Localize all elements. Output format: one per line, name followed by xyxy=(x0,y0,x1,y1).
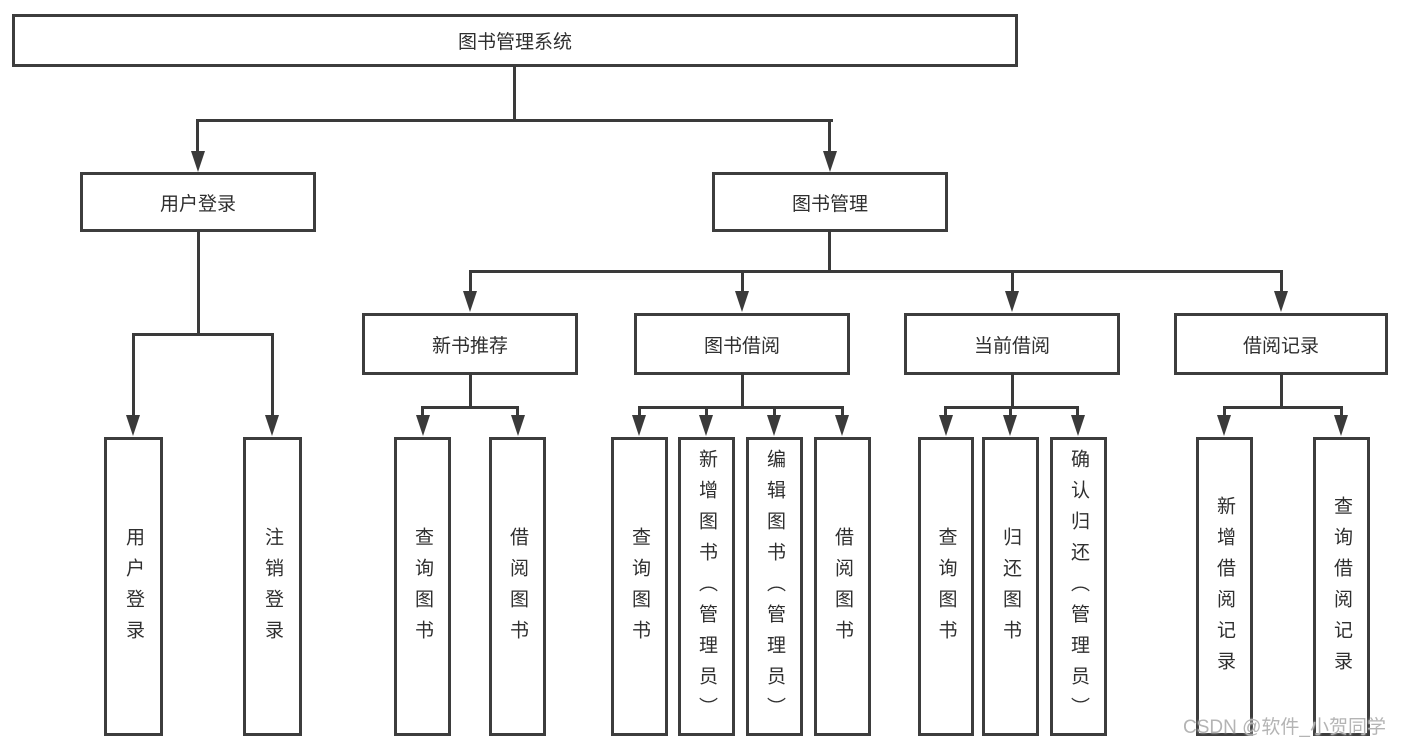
connector-borrow-record-bar xyxy=(1223,406,1343,409)
connector-book-borrow-stem xyxy=(741,373,744,408)
arrowhead-down-icon xyxy=(511,415,525,436)
arrowhead-down-icon xyxy=(1274,291,1288,312)
arrowhead-down-icon xyxy=(463,291,477,312)
arrowhead-down-icon xyxy=(191,151,205,172)
connector-new-book-stem xyxy=(469,373,472,408)
connector-drop-user-login xyxy=(196,119,199,155)
connector-drop xyxy=(638,406,641,418)
connector-drop-logout-leaf xyxy=(271,333,274,417)
arrowhead-down-icon xyxy=(1217,415,1231,436)
connector-drop xyxy=(841,406,844,418)
arrowhead-down-icon xyxy=(1003,415,1017,436)
leaf-edit-books-admin: 编辑图书（管理员） xyxy=(746,437,803,736)
connector-drop xyxy=(705,406,708,418)
connector-drop-new-book xyxy=(469,270,472,293)
connector-drop-borrow-record xyxy=(1280,270,1283,293)
arrowhead-down-icon xyxy=(835,415,849,436)
arrowhead-down-icon xyxy=(632,415,646,436)
arrowhead-down-icon xyxy=(939,415,953,436)
leaf-query-borrow-record: 查询借阅记录 xyxy=(1313,437,1370,736)
connector-book-mgmt-stem xyxy=(828,230,831,273)
node-book-management-system: 图书管理系统 xyxy=(12,14,1018,67)
arrowhead-down-icon xyxy=(416,415,430,436)
leaf-confirm-return-admin: 确认归还（管理员） xyxy=(1050,437,1107,736)
node-book-management: 图书管理 xyxy=(712,172,948,232)
arrowhead-down-icon xyxy=(735,291,749,312)
leaf-borrow-books-2: 借阅图书 xyxy=(814,437,871,736)
connector-new-book-bar xyxy=(421,406,519,409)
arrowhead-down-icon xyxy=(767,415,781,436)
connector-book-mgmt-bar xyxy=(469,270,1283,273)
node-user-login: 用户登录 xyxy=(80,172,316,232)
node-borrow-record: 借阅记录 xyxy=(1174,313,1388,375)
leaf-user-login: 用户登录 xyxy=(104,437,163,736)
connector-drop xyxy=(1340,406,1343,418)
connector-drop xyxy=(773,406,776,418)
connector-drop xyxy=(421,406,424,418)
leaf-query-books-3: 查询图书 xyxy=(918,437,974,736)
connector-drop xyxy=(1076,406,1079,418)
leaf-query-books-2: 查询图书 xyxy=(611,437,668,736)
connector-user-login-bar xyxy=(132,333,274,336)
arrowhead-down-icon xyxy=(823,151,837,172)
connector-drop xyxy=(1009,406,1012,418)
node-book-borrow: 图书借阅 xyxy=(634,313,850,375)
connector-root-bar xyxy=(197,119,833,122)
csdn-watermark: CSDN @软件_小贺同学 xyxy=(1183,717,1386,738)
leaf-query-books-1: 查询图书 xyxy=(394,437,451,736)
connector-book-borrow-bar xyxy=(638,406,844,409)
arrowhead-down-icon xyxy=(1334,415,1348,436)
arrowhead-down-icon xyxy=(1071,415,1085,436)
arrowhead-down-icon xyxy=(126,415,140,436)
connector-drop-current-borrow xyxy=(1011,270,1014,293)
arrowhead-down-icon xyxy=(265,415,279,436)
connector-user-login-stem xyxy=(197,230,200,336)
connector-current-borrow-stem xyxy=(1011,373,1014,408)
connector-drop xyxy=(516,406,519,418)
connector-drop xyxy=(1223,406,1226,418)
leaf-return-books: 归还图书 xyxy=(982,437,1039,736)
connector-drop-book-management xyxy=(828,119,831,155)
connector-root-stem xyxy=(513,66,516,121)
connector-borrow-record-stem xyxy=(1280,373,1283,408)
connector-drop xyxy=(944,406,947,418)
leaf-add-borrow-record: 新增借阅记录 xyxy=(1196,437,1253,736)
connector-drop-login-leaf xyxy=(132,333,135,417)
connector-drop-book-borrow xyxy=(741,270,744,293)
leaf-add-books-admin: 新增图书（管理员） xyxy=(678,437,735,736)
leaf-borrow-books-1: 借阅图书 xyxy=(489,437,546,736)
node-new-book-recommend: 新书推荐 xyxy=(362,313,578,375)
arrowhead-down-icon xyxy=(1005,291,1019,312)
node-current-borrow: 当前借阅 xyxy=(904,313,1120,375)
leaf-logout: 注销登录 xyxy=(243,437,302,736)
arrowhead-down-icon xyxy=(699,415,713,436)
